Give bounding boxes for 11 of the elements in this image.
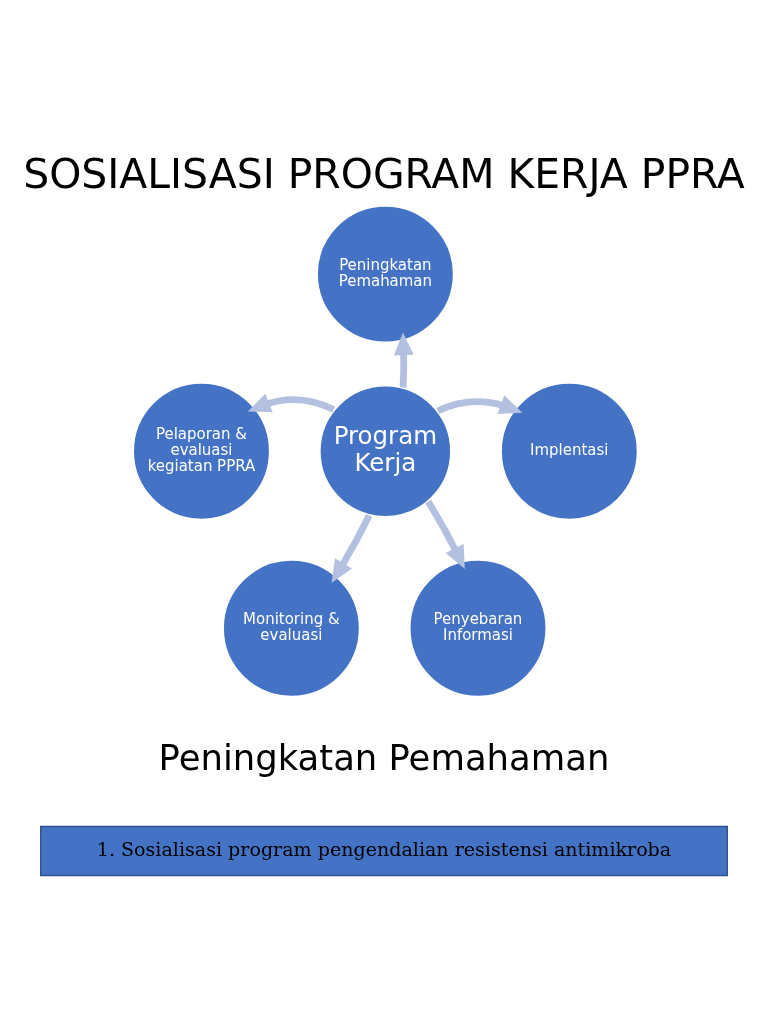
arrow bbox=[425, 499, 465, 569]
arrow bbox=[247, 393, 336, 413]
diagram-title: SOSIALISASI PROGRAM KERJA PPRA bbox=[23, 149, 745, 198]
label: Peningkatan Pemahaman bbox=[158, 736, 610, 778]
arrow bbox=[436, 394, 523, 414]
node-circle: Peningkatan Pemahaman bbox=[315, 203, 456, 344]
node-circle: Program Kerja bbox=[317, 383, 453, 519]
arrow bbox=[393, 331, 414, 388]
arrow bbox=[331, 513, 373, 583]
node-circle: Penyebaran Informasi bbox=[407, 557, 549, 698]
node-box: 1. Sosialisasi program pengendalian resistensi antimikroba bbox=[40, 825, 728, 876]
